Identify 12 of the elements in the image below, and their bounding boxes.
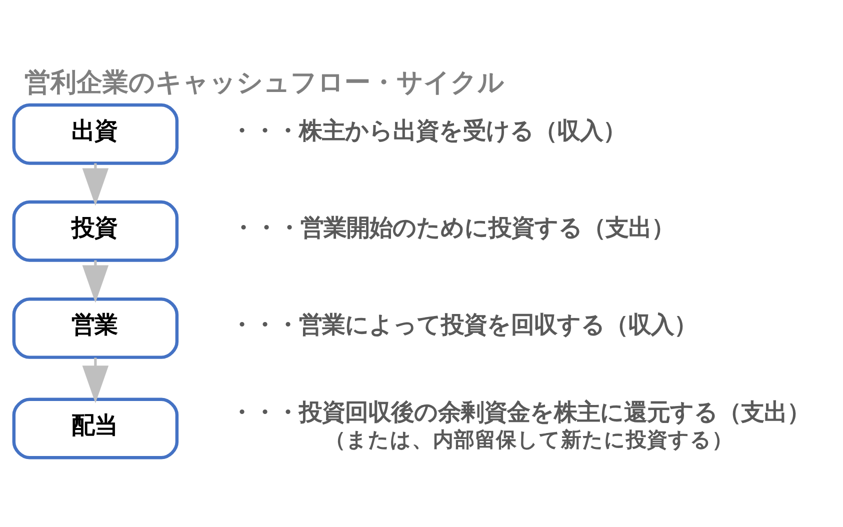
node-box: 出資 [12, 103, 179, 165]
arrow [82, 163, 109, 206]
node-box: 配当 [12, 398, 179, 460]
node-label: ・・・営業によって投資を回収する（収入） [230, 312, 697, 339]
node-box: 投資 [12, 200, 179, 262]
node-label: ・・・株主から出資を受ける（収入） [230, 118, 626, 145]
node-label: （または、内部留保して新たに投資する） [325, 427, 734, 452]
node-label: ・・・営業開始のために投資する（支出） [231, 214, 674, 242]
arrow [82, 358, 109, 404]
node-box: 営業 [12, 297, 179, 359]
node-label: ・・・投資回収後の余剰資金を株主に還元する（支出） [230, 398, 810, 426]
diagram-title: 営利企業のキャッシュフロー・サイクル [24, 68, 504, 98]
